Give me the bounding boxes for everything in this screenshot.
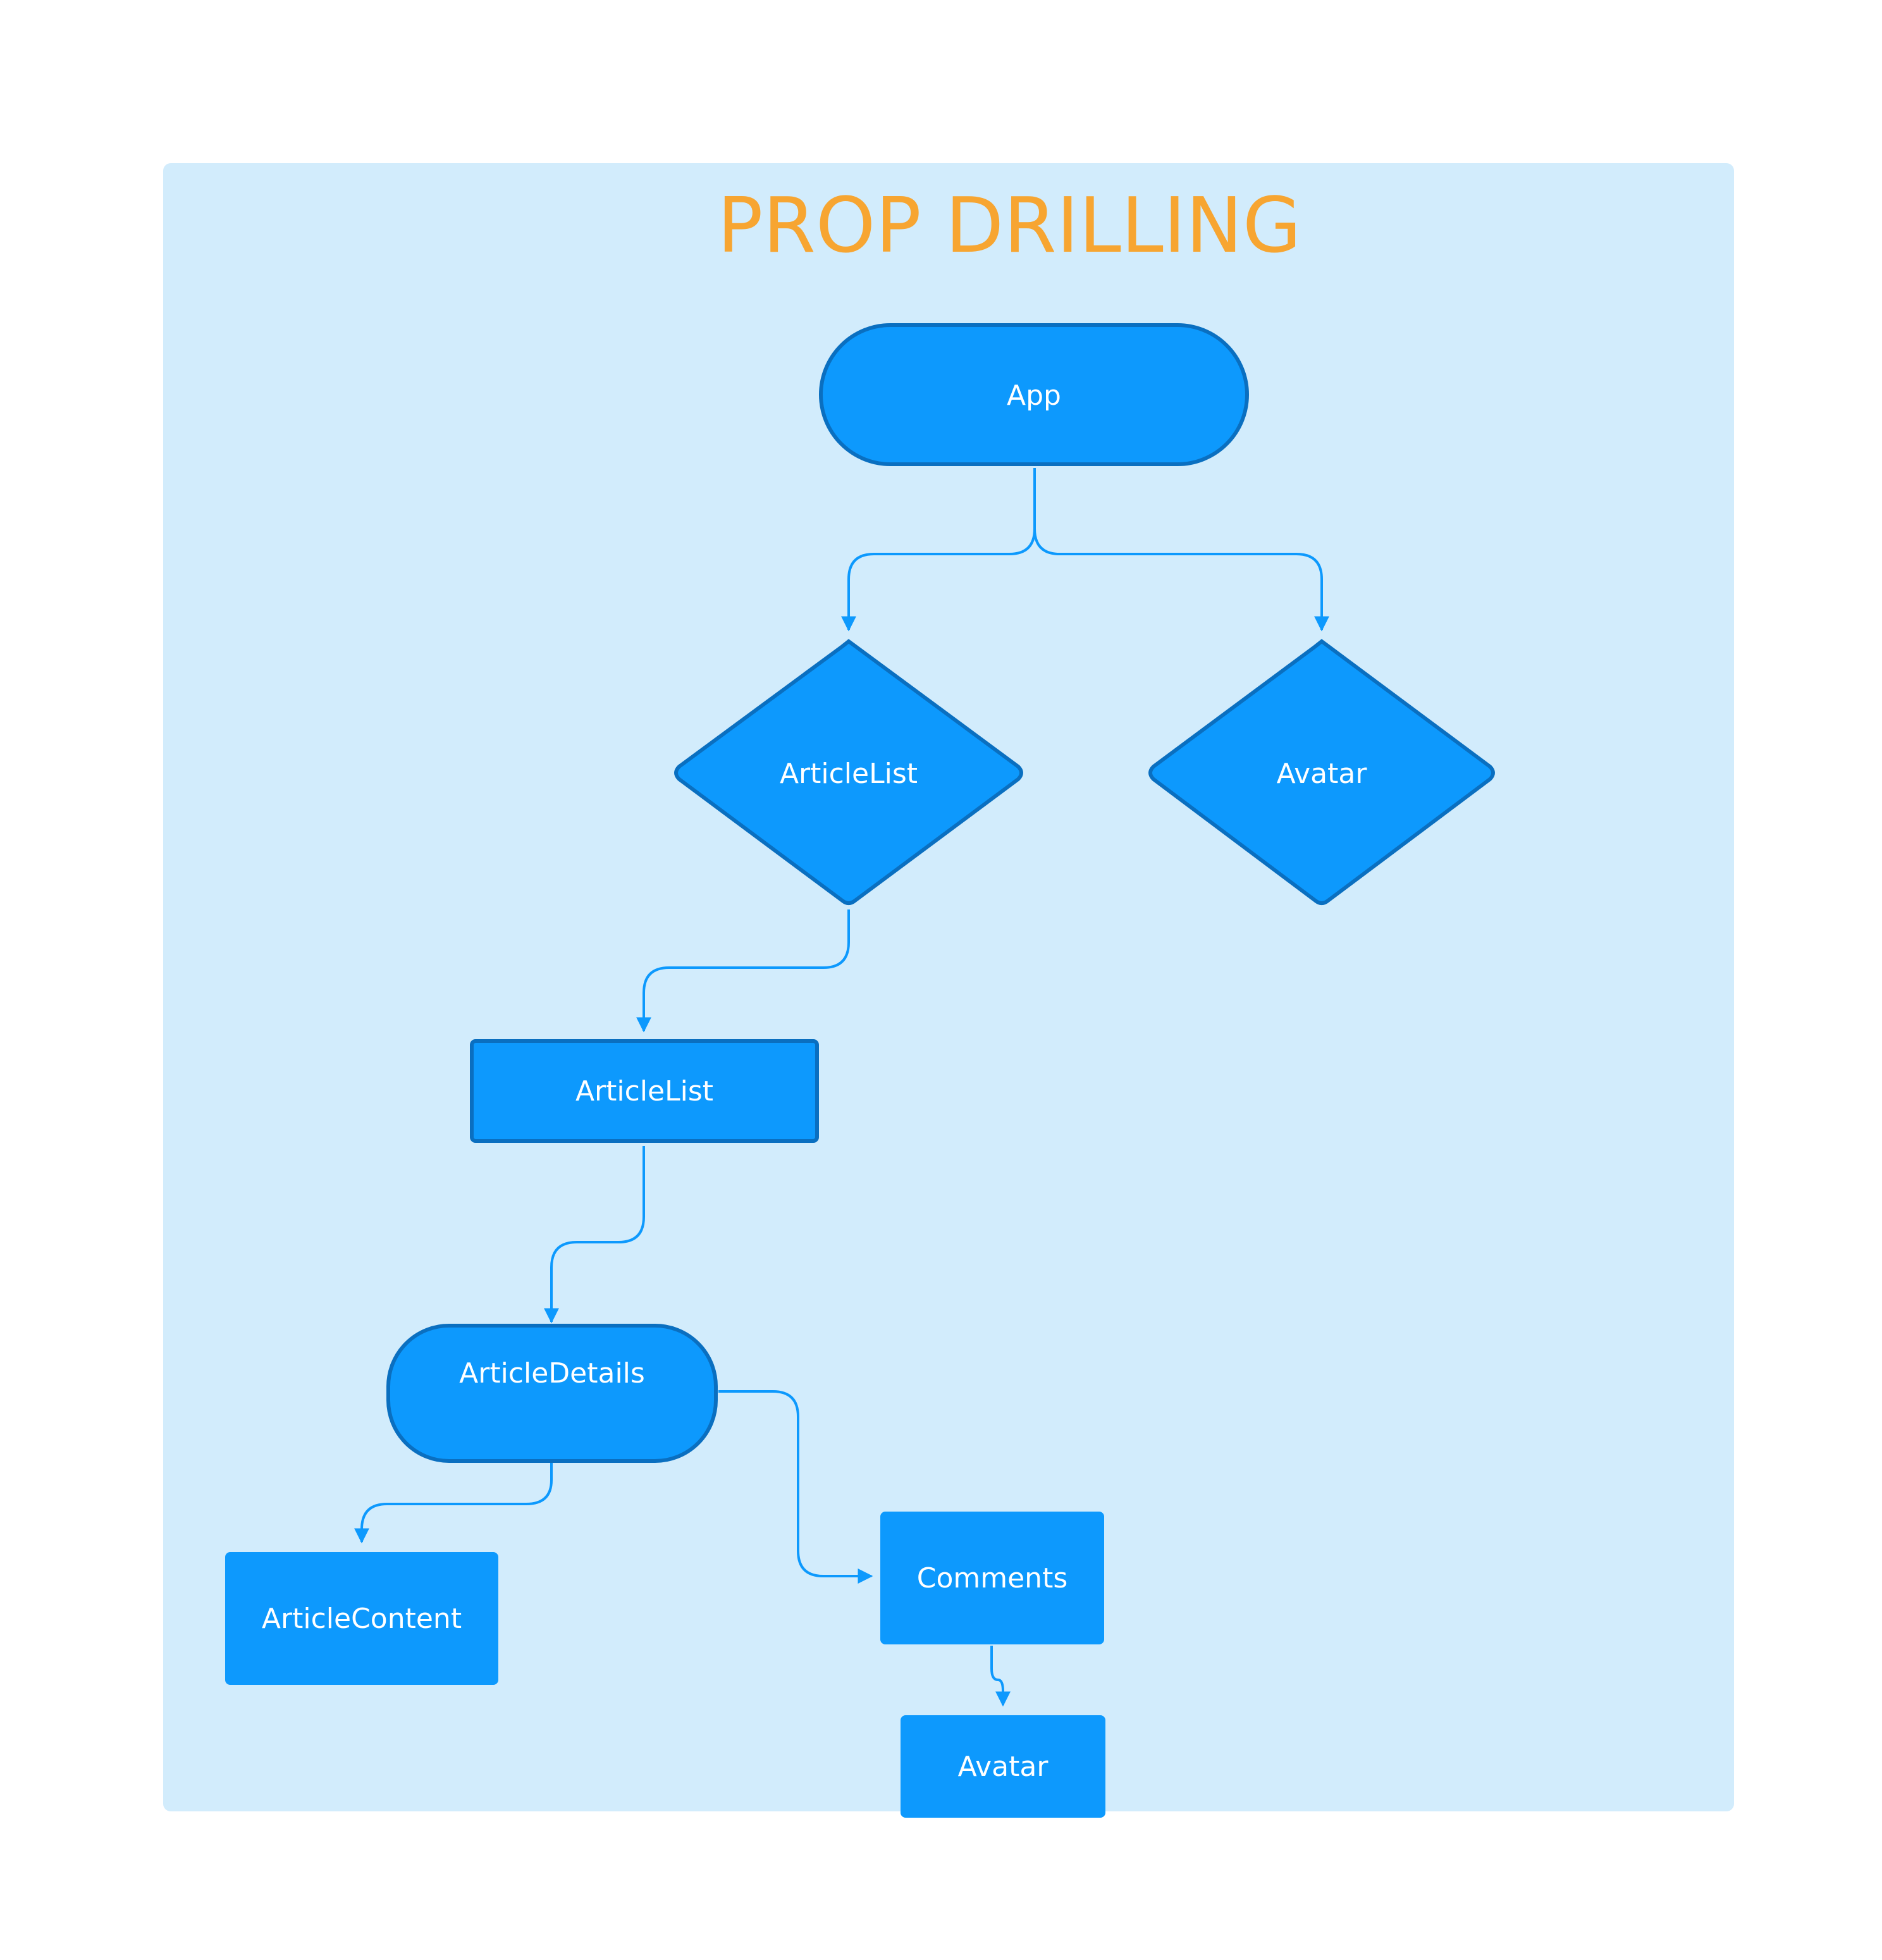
node-avatar-leaf[interactable]: Avatar (901, 1715, 1105, 1818)
edge-articlelist-to-articlelist (636, 909, 850, 1033)
edge-articledetails-to-comments (718, 1390, 873, 1584)
diagram-title: PROP DRILLING (717, 182, 1301, 270)
node-articlecontent-label: ArticleContent (262, 1603, 462, 1635)
node-articledetails[interactable]: ArticleDetails (386, 1324, 718, 1463)
edge-app-to-articlelist (841, 468, 1036, 632)
node-articlelist-decision-label: ArticleList (780, 758, 918, 790)
node-app[interactable]: App (819, 323, 1249, 466)
node-articlelist-process[interactable]: ArticleList (470, 1039, 819, 1143)
edges (354, 468, 1329, 1707)
edge-comments-to-avatar (990, 1646, 1011, 1707)
edge-articledetails-to-articlecontent (354, 1461, 553, 1544)
node-articlelist-decision[interactable]: ArticleList (674, 639, 1023, 905)
edge-articlelist-to-articledetails (544, 1146, 645, 1324)
node-comments[interactable]: Comments (880, 1512, 1104, 1644)
node-comments-label: Comments (917, 1562, 1068, 1594)
node-avatar-decision-label: Avatar (1277, 758, 1368, 790)
edge-app-to-avatar (1033, 468, 1329, 632)
node-articlecontent[interactable]: ArticleContent (225, 1552, 498, 1685)
node-avatar-decision[interactable]: Avatar (1148, 639, 1495, 905)
node-articlelist-process-label: ArticleList (575, 1075, 713, 1107)
node-articledetails-label: ArticleDetails (459, 1357, 645, 1390)
node-app-label: App (1007, 379, 1061, 412)
node-avatar-leaf-label: Avatar (958, 1751, 1049, 1783)
